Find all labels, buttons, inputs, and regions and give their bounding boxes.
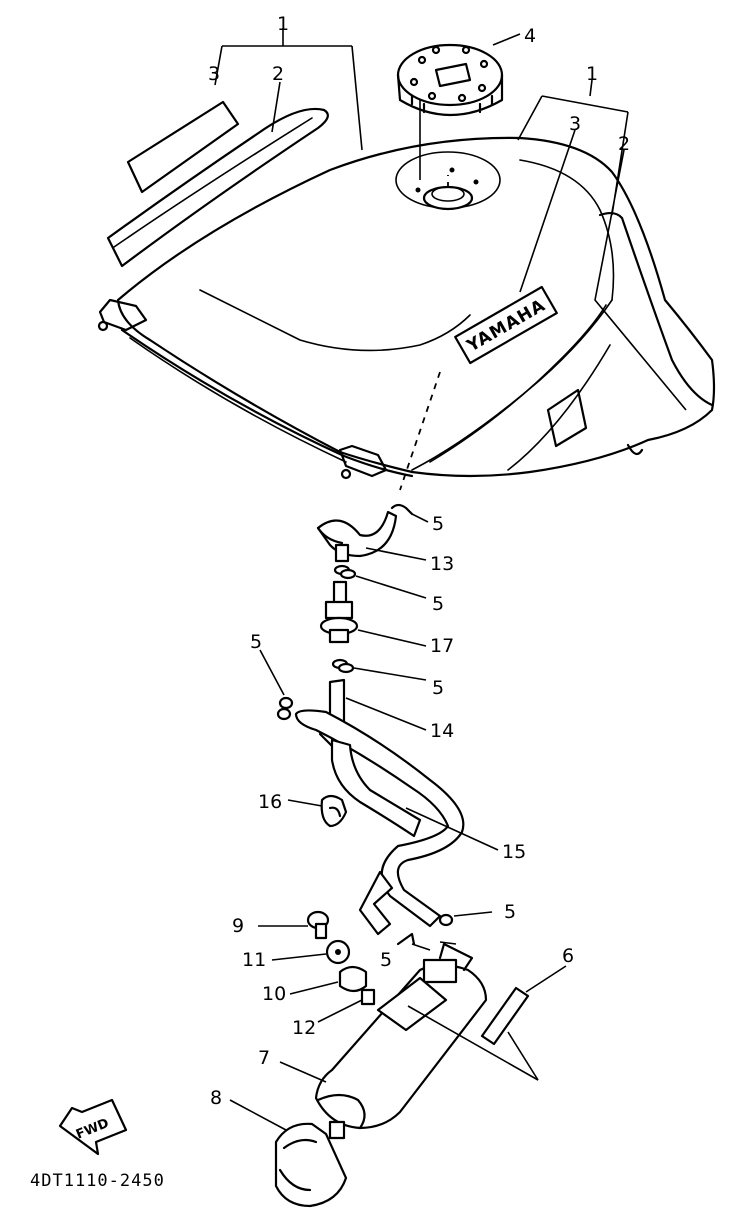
callout-9: 9 xyxy=(232,915,244,937)
callout-5-f: 5 xyxy=(380,949,392,971)
tank-bottom-flange xyxy=(120,328,414,478)
callout-1-right: 1 xyxy=(586,63,598,85)
callout-2-right: 2 xyxy=(618,133,630,155)
callout-17: 17 xyxy=(430,635,454,657)
filter-cap-8 xyxy=(274,1122,348,1208)
callout-5-b: 5 xyxy=(432,593,444,615)
callout-7: 7 xyxy=(258,1047,270,1069)
small-parts xyxy=(306,910,376,1006)
callout-12: 12 xyxy=(292,1017,316,1039)
callout-16: 16 xyxy=(258,791,282,813)
callout-5-e: 5 xyxy=(504,901,516,923)
left-stripe xyxy=(106,107,329,268)
callout-4: 4 xyxy=(524,25,536,47)
hose-13 xyxy=(316,510,398,563)
drawing-code: 4DT1110-2450 xyxy=(30,1171,165,1191)
callout-15: 15 xyxy=(502,841,526,863)
callout-13: 13 xyxy=(430,553,454,575)
callout-8: 8 xyxy=(210,1087,222,1109)
callout-3-right: 3 xyxy=(569,113,581,135)
fuel-hoses xyxy=(294,678,465,936)
callout-5-d: 5 xyxy=(432,677,444,699)
callout-5-c: 5 xyxy=(250,631,262,653)
callout-14: 14 xyxy=(430,720,454,742)
clamp-16 xyxy=(320,794,348,828)
callout-6: 6 xyxy=(562,945,574,967)
callout-11: 11 xyxy=(242,949,266,971)
callout-labels: 1 2 3 4 1 3 2 5 13 5 5 17 5 14 16 15 9 5… xyxy=(208,13,630,1109)
tank-emblem: YAMAHA xyxy=(454,285,558,365)
fwd-arrow: FWD xyxy=(58,1098,128,1156)
fuel-pump-7 xyxy=(314,942,488,1140)
callout-3-left: 3 xyxy=(208,63,220,85)
callout-2-left: 2 xyxy=(272,63,284,85)
fuel-cap xyxy=(396,43,504,116)
callout-10: 10 xyxy=(262,983,286,1005)
callout-1-left: 1 xyxy=(277,13,289,35)
fuel-valve-17 xyxy=(319,580,359,644)
left-decal-parts xyxy=(106,100,329,268)
left-stripe-inner xyxy=(113,117,313,248)
left-decal-label xyxy=(126,100,240,194)
callout-5-a: 5 xyxy=(432,513,444,535)
